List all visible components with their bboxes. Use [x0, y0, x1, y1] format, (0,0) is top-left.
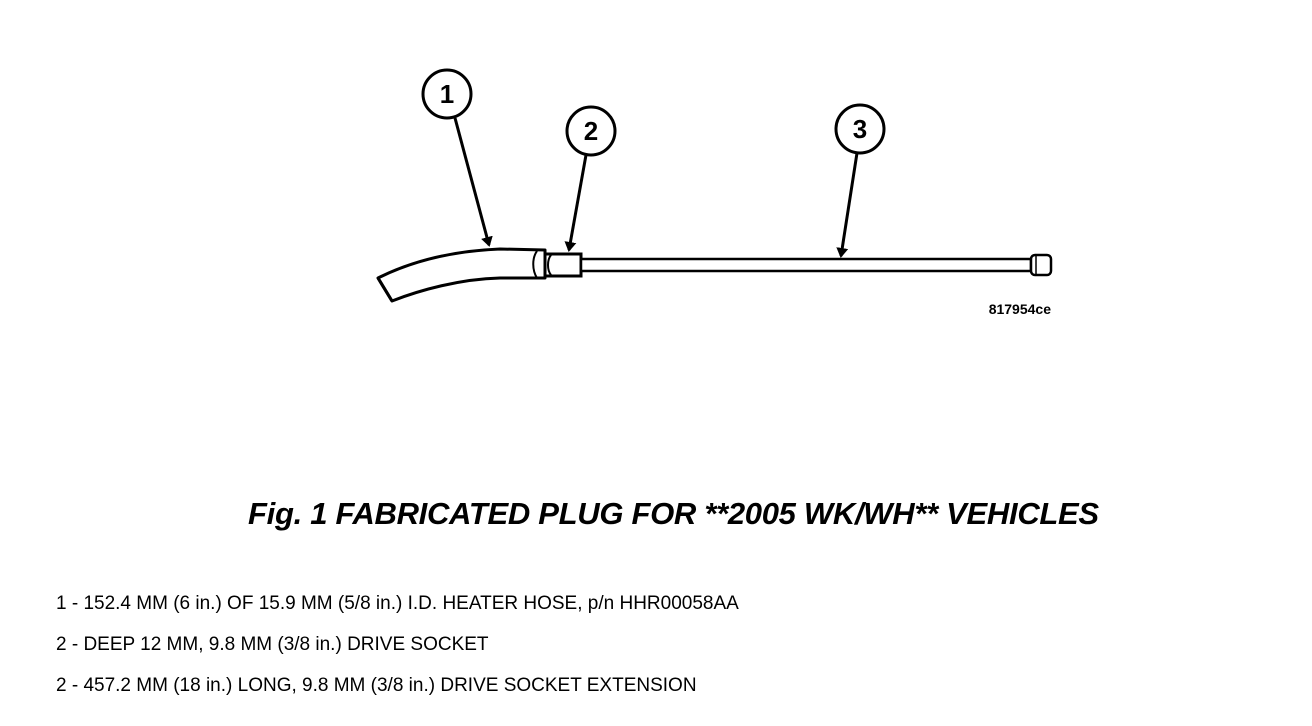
socket-extension: [579, 253, 1053, 277]
callout-1: 1: [421, 68, 493, 247]
callout-2: 2: [564, 105, 617, 252]
callout-2-label: 2: [584, 116, 598, 146]
reference-code: 817954ce: [989, 301, 1052, 317]
legend-item: 2 - 457.2 MM (18 in.) LONG, 9.8 MM (3/8 …: [56, 675, 697, 696]
callout-3-label: 3: [853, 114, 867, 144]
parts-legend: 1 - 152.4 MM (6 in.) OF 15.9 MM (5/8 in.…: [56, 594, 739, 717]
callout-3: 3: [834, 103, 886, 258]
legend-item: 1 - 152.4 MM (6 in.) OF 15.9 MM (5/8 in.…: [56, 593, 739, 614]
legend-item: 2 - DEEP 12 MM, 9.8 MM (3/8 in.) DRIVE S…: [56, 634, 489, 655]
figure-caption: Fig. 1 FABRICATED PLUG FOR **2005 WK/WH*…: [248, 496, 1099, 531]
heater-hose: [376, 247, 547, 303]
callout-1-label: 1: [440, 79, 454, 109]
drive-socket: [543, 252, 583, 278]
